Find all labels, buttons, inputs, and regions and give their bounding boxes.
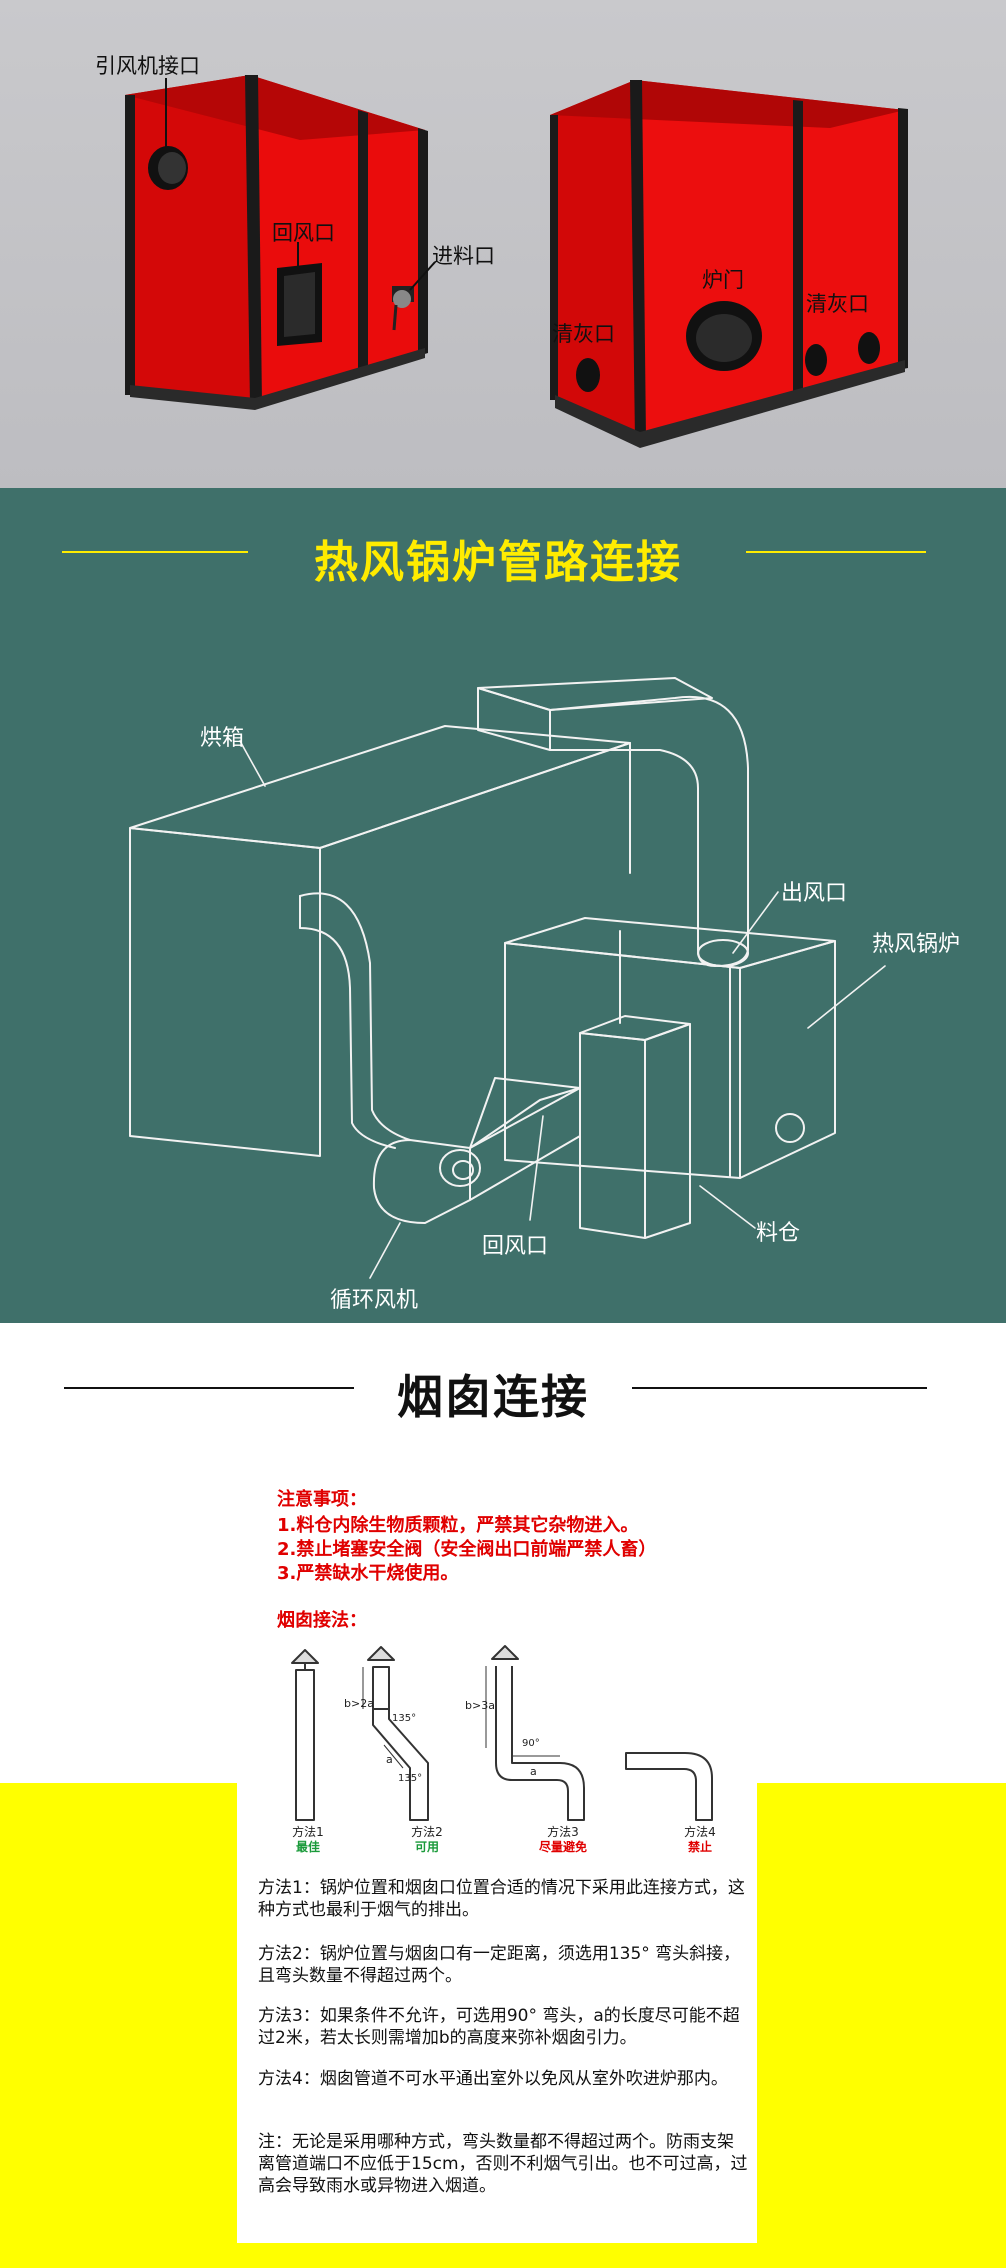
label-hongxiang: 烘箱 <box>200 726 245 751</box>
pipe-connection-section: 热风锅炉管路连接 <box>0 488 1006 1323</box>
label-reguo: 热风锅炉 <box>872 932 961 957</box>
method-4-name: 方法4 <box>684 1825 716 1839</box>
note-2: 2.禁止堵塞安全阀（安全阀出口前端严禁人畜） <box>277 1539 657 1560</box>
method-3-description: 方法3：如果条件不允许，可选用90° 弯头，a的长度尽可能不超过2米，若太长则需… <box>258 2006 740 2048</box>
method-1-description: 方法1：锅炉位置和烟囱口位置合适的情况下采用此连接方式，这种方式也最利于烟气的排… <box>258 1878 745 1920</box>
boiler-box <box>504 917 836 1179</box>
label-b3a: b>3a <box>465 1699 495 1712</box>
method-title: 烟囱接法： <box>277 1610 367 1631</box>
left-boiler <box>125 75 428 410</box>
method-3-name: 方法3 <box>547 1825 579 1839</box>
callout-lumen: 炉门 <box>702 268 744 292</box>
note-1: 1.料仓内除生物质颗粒，严禁其它杂物进入。 <box>277 1515 639 1536</box>
label-chufeng: 出风口 <box>781 881 848 906</box>
circulation-fan <box>372 1077 581 1224</box>
callout-qinghui-left: 清灰口 <box>552 322 615 346</box>
pipe-diagram <box>129 677 886 1279</box>
oven-box <box>129 725 631 1157</box>
chimney-section-title: 烟囱连接 <box>397 1370 589 1424</box>
method-3-diagram <box>485 1645 585 1821</box>
photo-callout-lines <box>165 78 436 291</box>
callout-jinliao: 进料口 <box>432 244 495 268</box>
method-1-tag: 最佳 <box>295 1840 320 1854</box>
label-huifeng: 回风口 <box>482 1234 549 1259</box>
label-135-top: 135° <box>392 1713 417 1724</box>
method-1-name: 方法1 <box>292 1825 324 1839</box>
label-b2a: b>2a <box>344 1697 374 1710</box>
notes-title: 注意事项： <box>277 1489 367 1510</box>
callout-huifeng: 回风口 <box>272 221 335 245</box>
hopper-box <box>579 1015 691 1239</box>
method-3-tag: 尽量避免 <box>538 1840 587 1854</box>
method-2-name: 方法2 <box>411 1825 443 1839</box>
method-4-description: 方法4：烟囱管道不可水平通出室外以免风从室外吹进炉那内。 <box>258 2069 728 2089</box>
method-2-diagram <box>362 1646 429 1821</box>
return-duct <box>299 892 411 1149</box>
callout-yinfengji: 引风机接口 <box>95 54 200 78</box>
boiler-photo-section: 引风机接口 回风口 进料口 清灰口 炉门 清灰口 <box>0 0 1006 488</box>
method-1-diagram <box>291 1649 319 1821</box>
method-4-tag: 禁止 <box>687 1840 712 1854</box>
right-boiler <box>550 80 908 448</box>
chimney-method-diagrams <box>291 1645 713 1821</box>
label-xunhuan: 循环风机 <box>330 1288 419 1313</box>
boiler-photo-illustration <box>125 75 908 448</box>
method-4-diagram <box>625 1752 713 1821</box>
pipe-leader-lines <box>239 740 886 1279</box>
title-rule-right <box>746 551 926 553</box>
pipe-section-title: 热风锅炉管路连接 <box>314 537 682 588</box>
label-liaocang: 料仓 <box>756 1221 801 1246</box>
chimney-rule-left <box>64 1387 354 1389</box>
callout-qinghui-right: 清灰口 <box>806 292 869 316</box>
label-a-m3: a <box>530 1765 537 1778</box>
label-90: 90° <box>522 1738 540 1749</box>
method-2-description: 方法2：锅炉位置与烟囱口有一定距离，须选用135° 弯头斜接，且弯头数量不得超过… <box>258 1944 741 1986</box>
chimney-card <box>237 1443 757 2243</box>
method-2-tag: 可用 <box>414 1840 439 1854</box>
title-rule-left <box>62 551 248 553</box>
general-note: 注：无论是采用哪种方式，弯头数量都不得超过两个。防雨支架离管道端口不应低于15c… <box>258 2132 748 2196</box>
label-135-bottom: 135° <box>398 1773 423 1784</box>
note-3: 3.严禁缺水干烧使用。 <box>277 1563 459 1584</box>
chimney-rule-right <box>632 1387 927 1389</box>
label-a-m2: a <box>386 1753 393 1766</box>
chimney-section: 烟囱连接 注意事项： 1.料仓内除生物质颗粒，严禁其它杂物进入。 2.禁止堵塞安… <box>0 1323 1006 2268</box>
outlet-duct <box>477 677 749 967</box>
